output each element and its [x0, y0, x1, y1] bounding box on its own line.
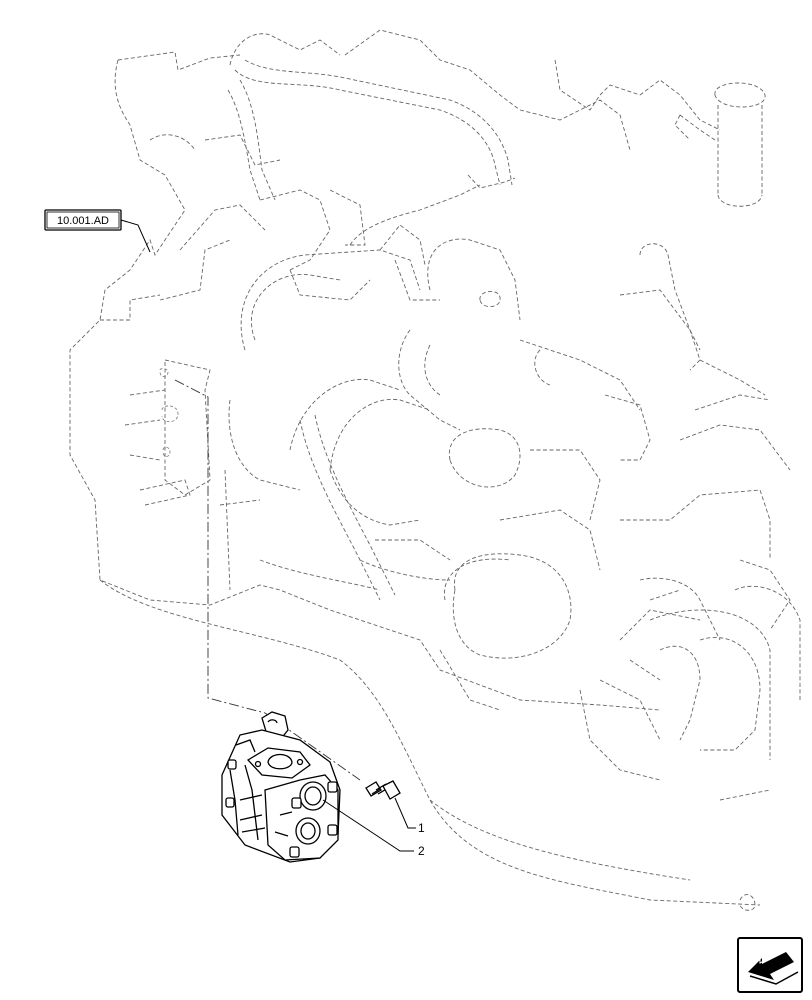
callout-1-label: 1	[418, 821, 425, 835]
callout-2-label: 2	[418, 844, 425, 858]
callout-1-leader	[394, 797, 416, 829]
hydraulic-pump	[221, 711, 341, 863]
mounting-bolt	[365, 780, 401, 800]
reference-label-box[interactable]: 10.001.AD	[44, 209, 122, 231]
engine-ghost-outline	[69, 29, 801, 911]
forward-arrow-icon[interactable]	[737, 937, 803, 993]
callout-2-leader	[322, 799, 414, 852]
reference-leader-line	[120, 219, 151, 253]
assembly-centerline	[174, 379, 361, 781]
reference-label-text: 10.001.AD	[57, 215, 109, 227]
